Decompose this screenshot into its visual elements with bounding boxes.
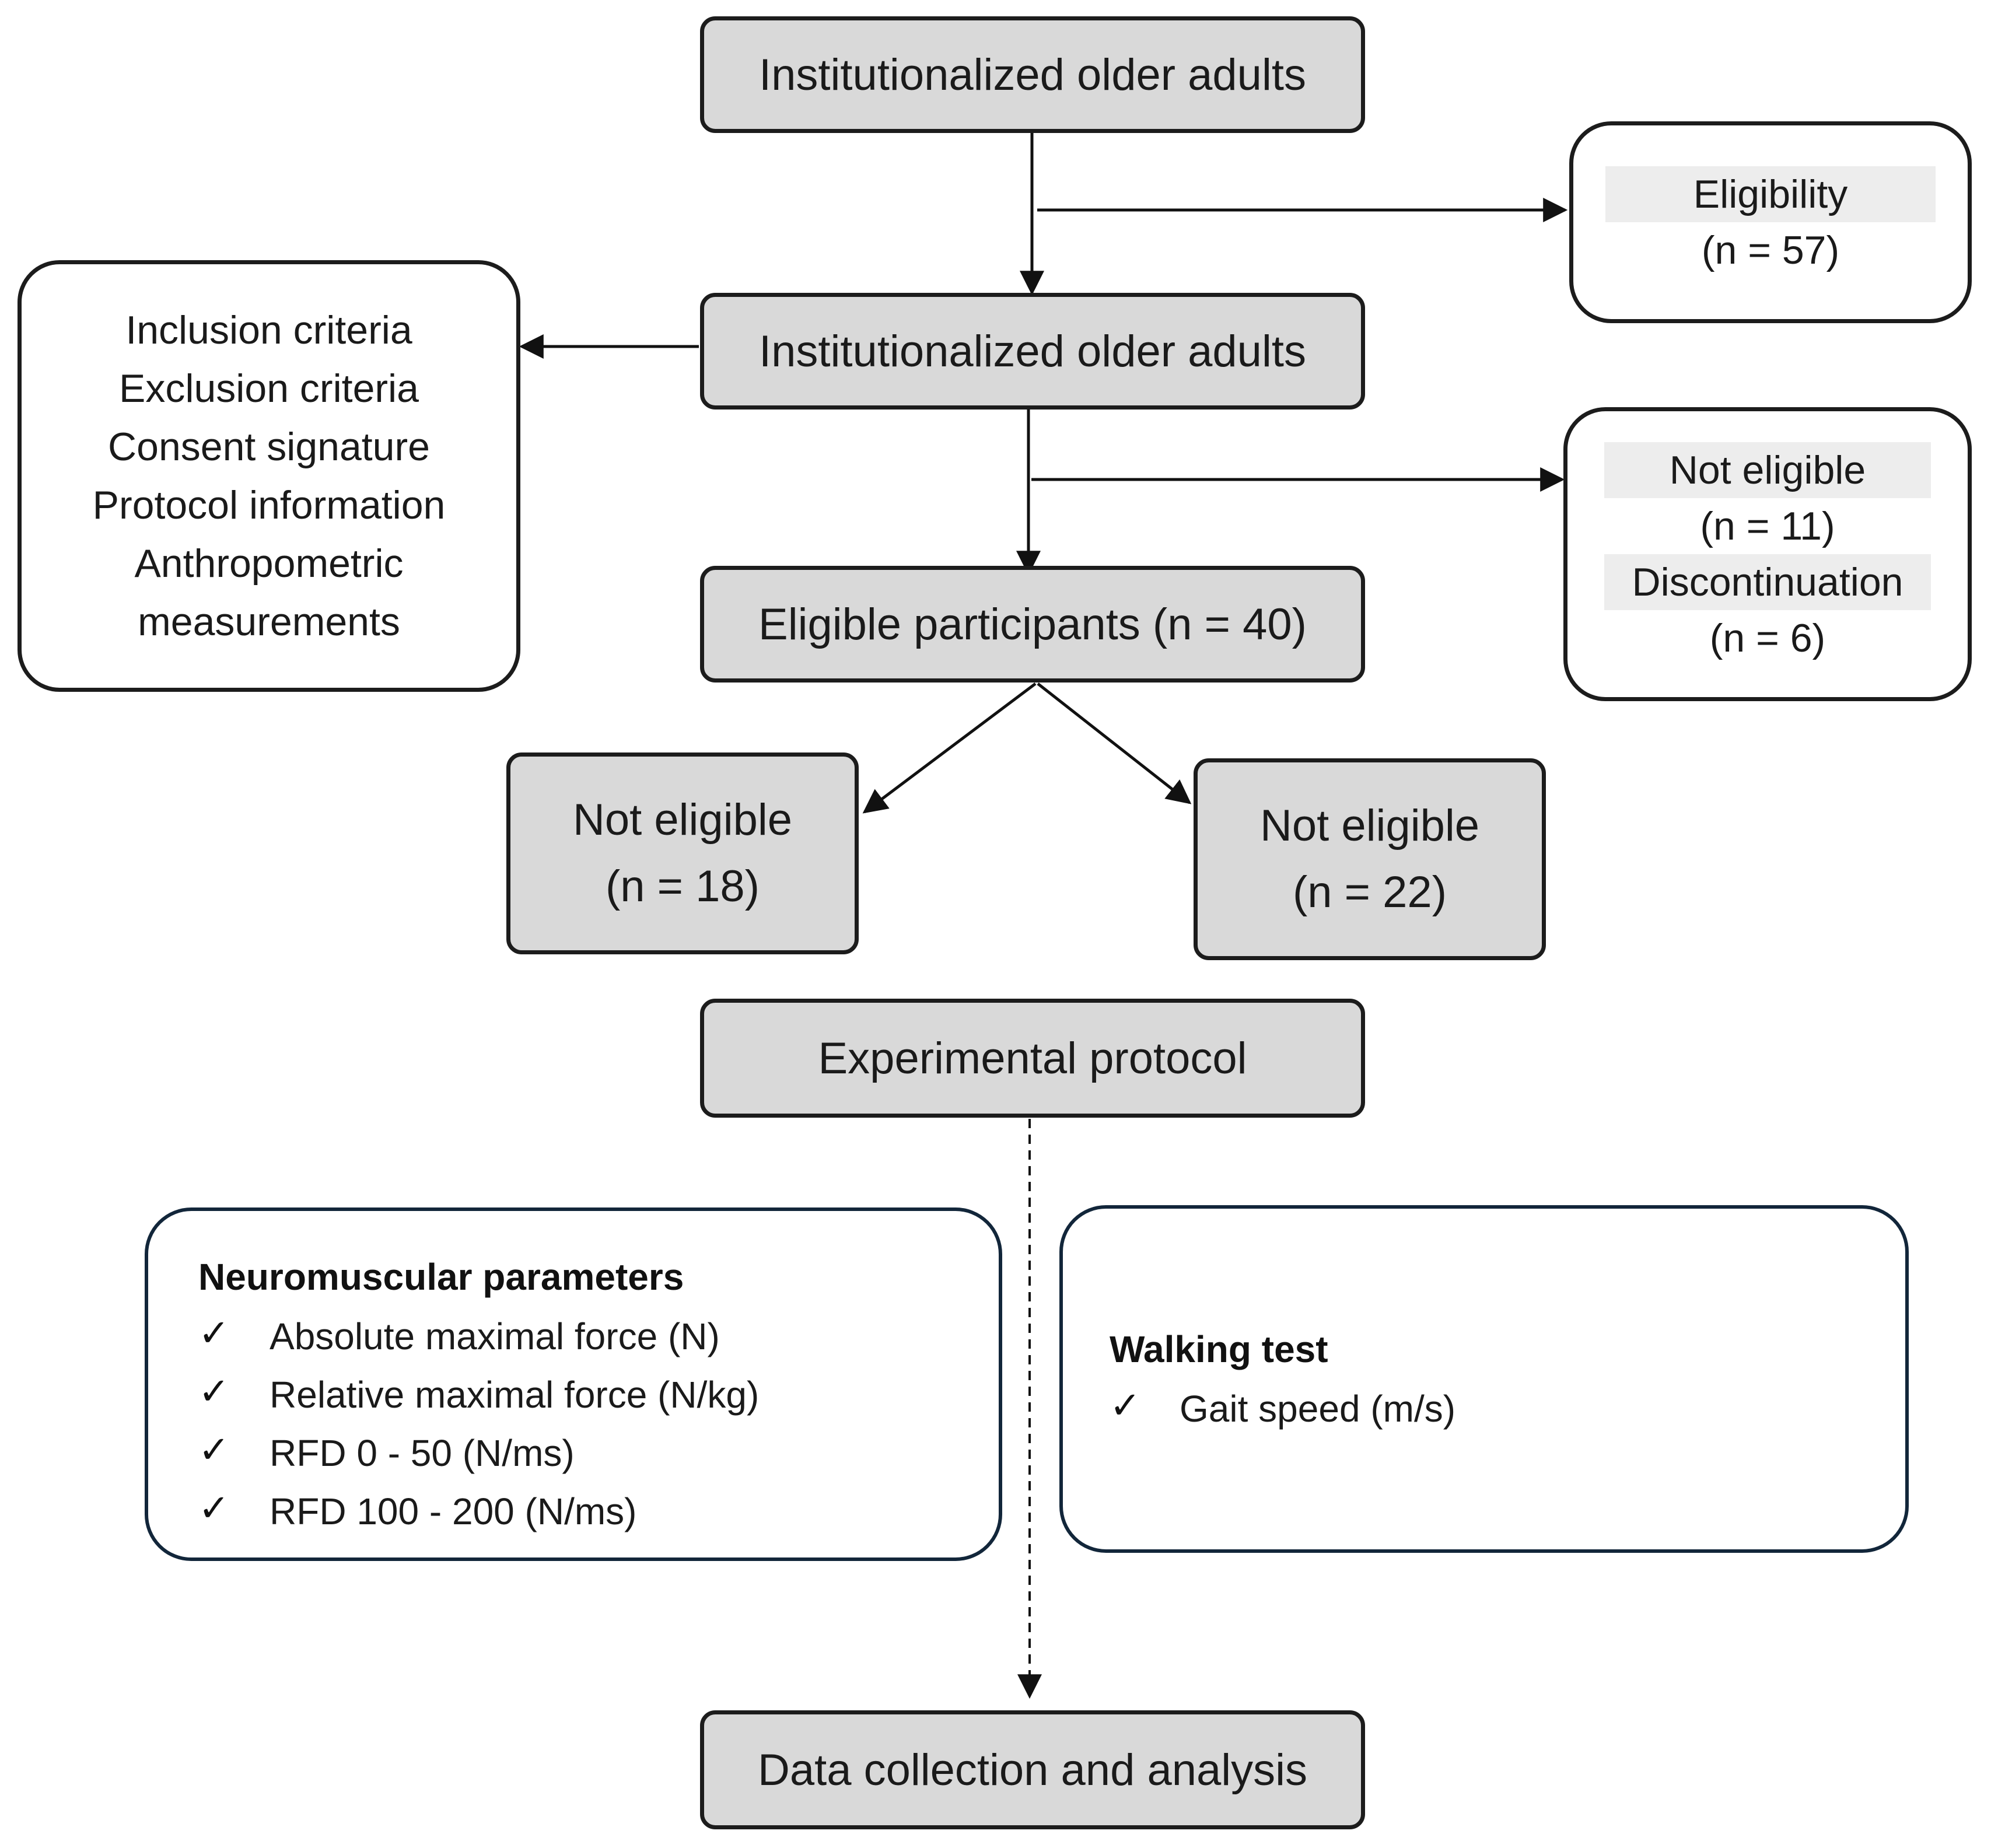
criteria-item: Protocol information <box>92 483 446 527</box>
check-icon: ✓ <box>198 1487 230 1529</box>
eligibility-label: Eligibility <box>1605 166 1936 222</box>
walking-box: Walking test ✓ Gait speed (m/s) <box>1059 1205 1909 1553</box>
criteria-item: measurements <box>138 600 400 644</box>
walking-item: Gait speed (m/s) <box>1180 1388 1456 1430</box>
parameter-item: Absolute maximal force (N) <box>270 1315 720 1357</box>
criteria-item: Anthropometric <box>134 541 404 586</box>
start-box: Institutionalized older adults <box>700 16 1365 133</box>
screened-box: Institutionalized older adults <box>700 293 1365 410</box>
criteria-box: Inclusion criteria Exclusion criteria Co… <box>18 260 520 692</box>
eligibility-box: Eligibility (n = 57) <box>1569 121 1972 323</box>
eligibility-count: (n = 57) <box>1701 228 1840 272</box>
group-label: Not eligible <box>1260 801 1479 850</box>
group-label: Not eligible <box>573 795 792 845</box>
neuromuscular-title: Neuromuscular parameters <box>198 1256 684 1298</box>
protocol-label: Experimental protocol <box>818 1033 1247 1083</box>
start-label: Institutionalized older adults <box>759 50 1306 100</box>
parameter-item: Relative maximal force (N/kg) <box>270 1374 760 1416</box>
neuromuscular-box: Neuromuscular parameters ✓ Absolute maxi… <box>145 1208 1002 1561</box>
not-eligible-count: (n = 11) <box>1700 504 1835 548</box>
arrow-eligible-to-group-18 <box>862 682 1037 814</box>
data-label: Data collection and analysis <box>757 1745 1308 1795</box>
group-box-18: Not eligible (n = 18) <box>506 752 859 954</box>
screened-label: Institutionalized older adults <box>759 326 1306 376</box>
group-count: (n = 18) <box>605 862 760 911</box>
arrow-eligible-to-group-22 <box>1037 682 1192 804</box>
check-icon: ✓ <box>1110 1384 1141 1426</box>
check-icon: ✓ <box>198 1312 230 1354</box>
eligible-label: Eligible participants (n = 40) <box>758 599 1307 649</box>
walking-title: Walking test <box>1110 1328 1328 1370</box>
parameter-item: RFD 100 - 200 (N/ms) <box>270 1490 637 1532</box>
check-icon: ✓ <box>198 1429 230 1471</box>
criteria-item: Inclusion criteria <box>125 308 412 352</box>
discontinuation-count: (n = 6) <box>1709 616 1826 660</box>
data-box: Data collection and analysis <box>700 1710 1365 1829</box>
criteria-item: Consent signature <box>108 425 430 469</box>
group-box-22: Not eligible (n = 22) <box>1194 758 1546 960</box>
protocol-box: Experimental protocol <box>700 999 1365 1118</box>
excluded-box: Not eligible (n = 11) Discontinuation (n… <box>1563 407 1972 701</box>
not-eligible-label: Not eligible <box>1604 442 1931 498</box>
group-count: (n = 22) <box>1292 867 1447 917</box>
discontinuation-label: Discontinuation <box>1604 554 1931 610</box>
eligible-box: Eligible participants (n = 40) <box>700 566 1365 682</box>
check-icon: ✓ <box>198 1370 230 1412</box>
criteria-item: Exclusion criteria <box>119 366 419 411</box>
parameter-item: RFD 0 - 50 (N/ms) <box>270 1432 575 1474</box>
